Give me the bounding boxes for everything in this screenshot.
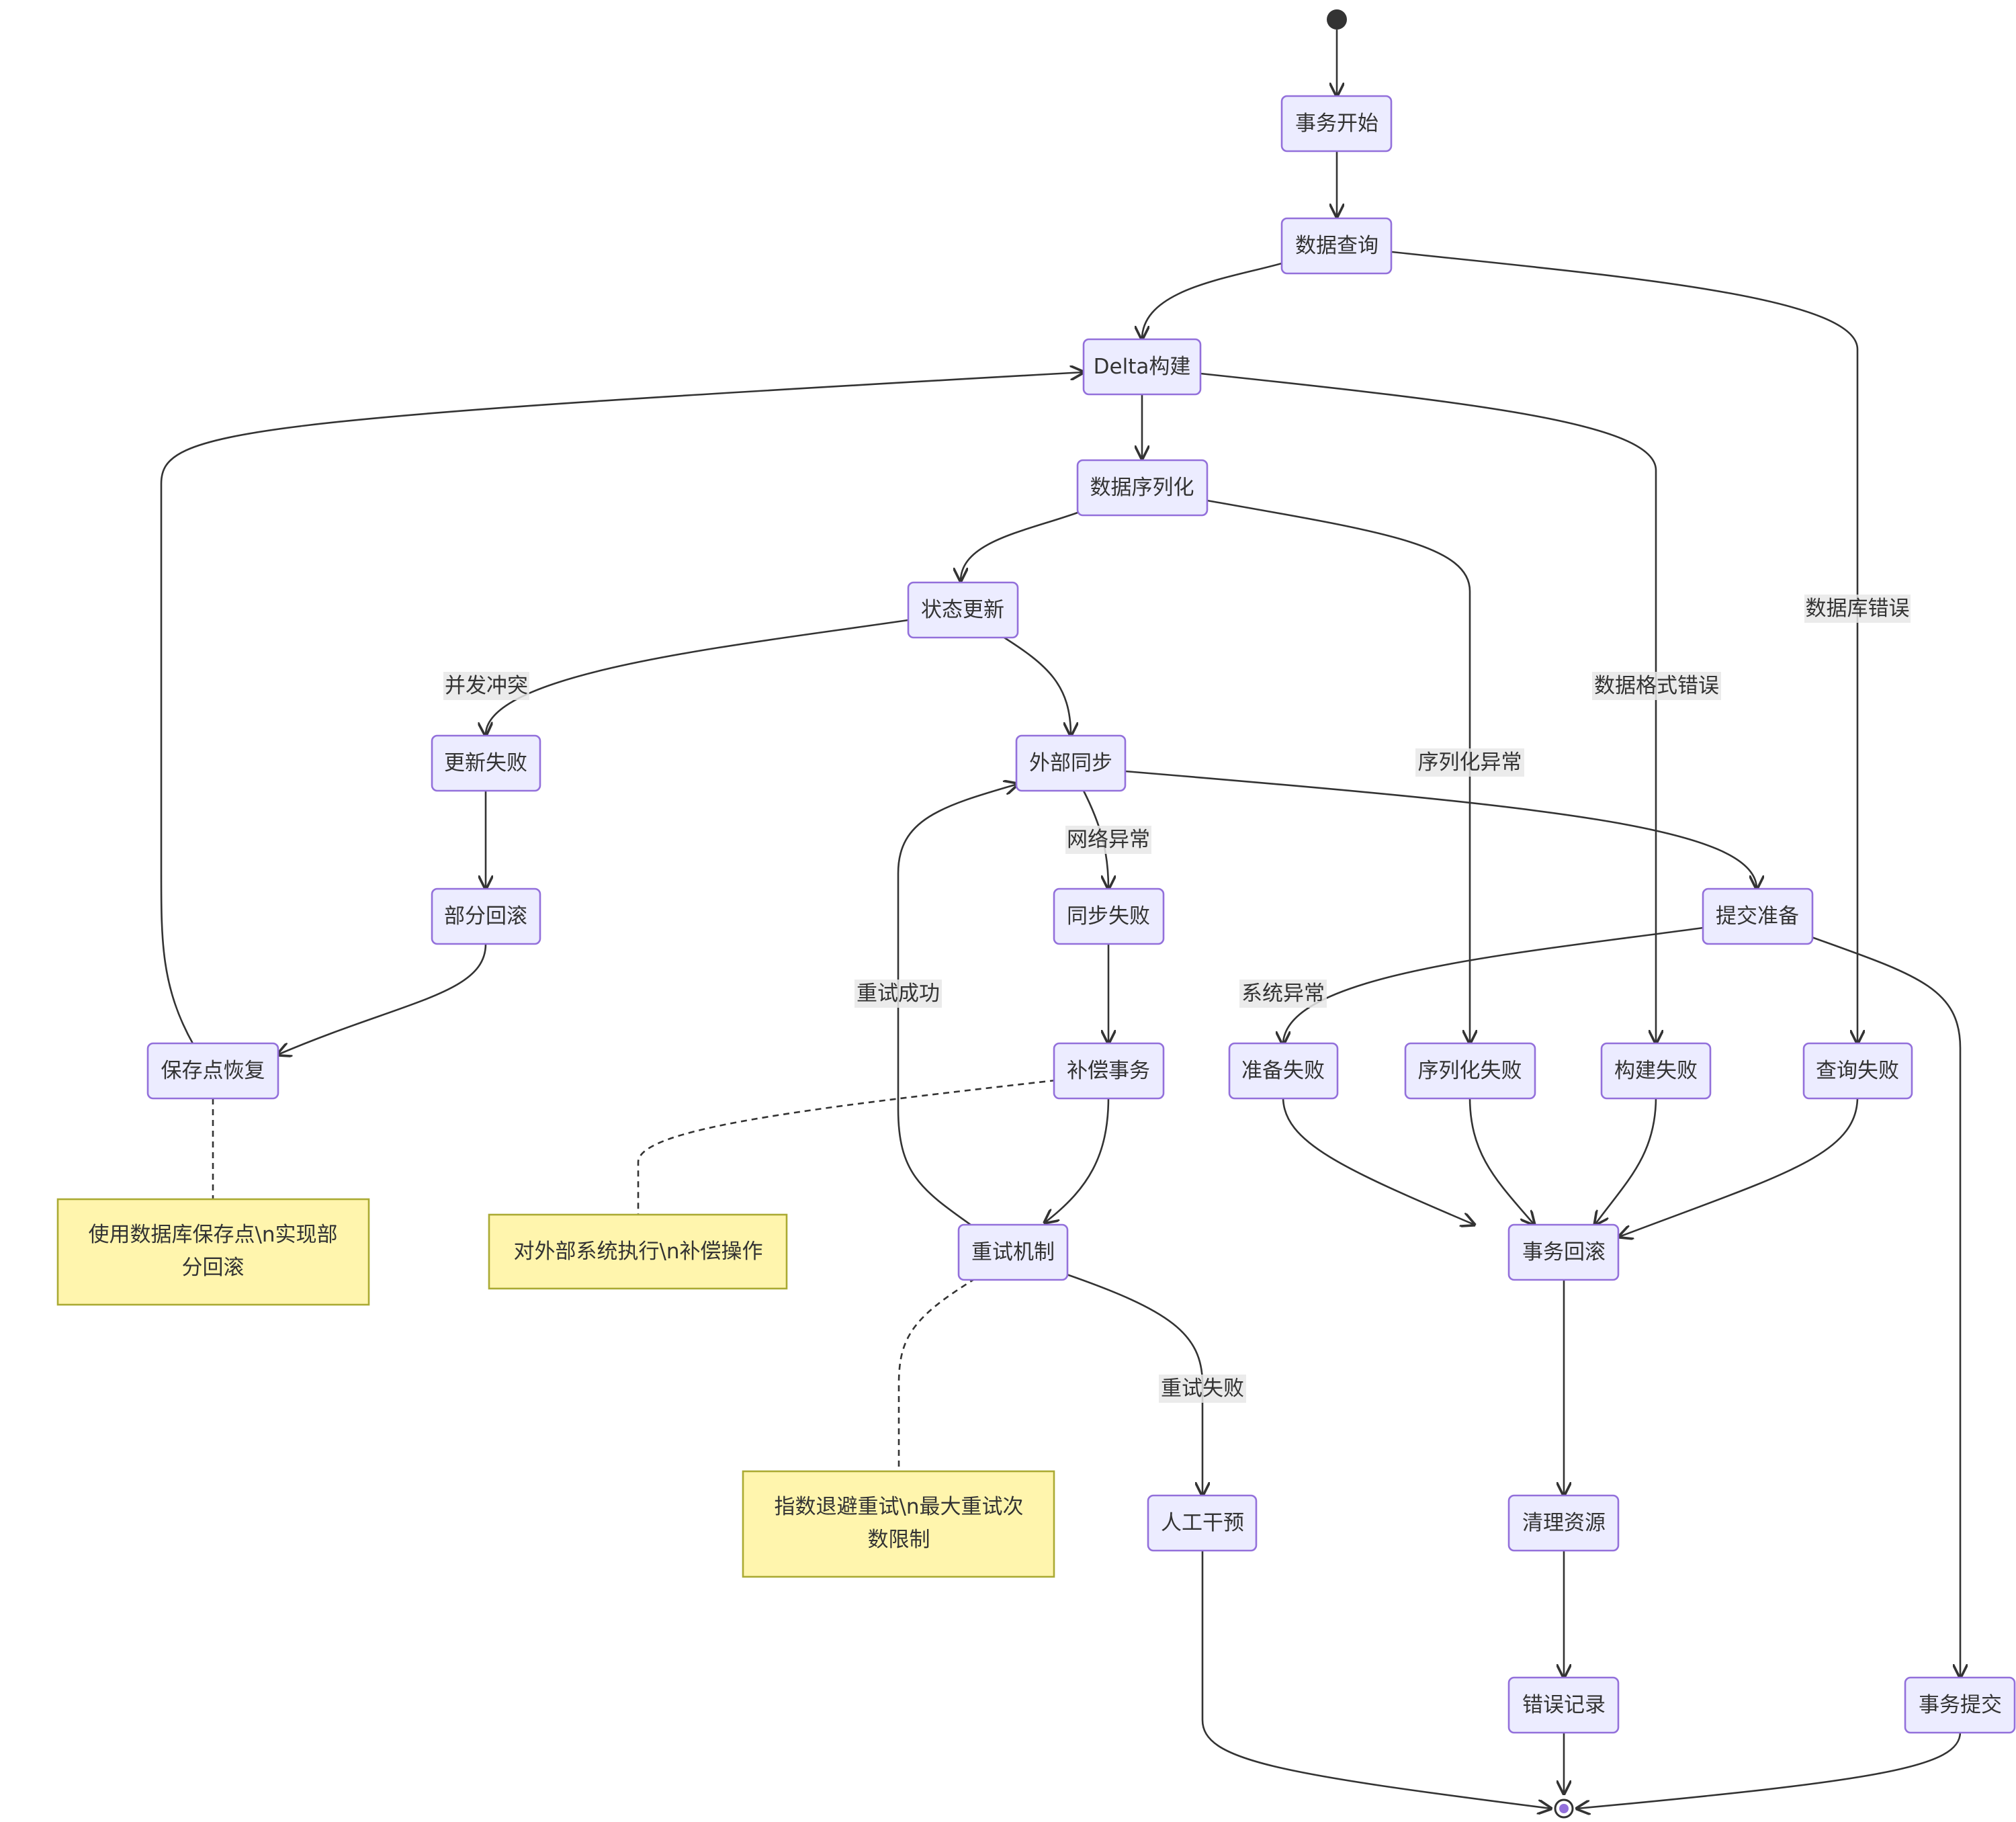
edge-retry-to-manual [1066,1273,1202,1495]
state-savepoint-restore[interactable]: 保存点恢复 [146,1042,279,1100]
state-serialize-label: 数据序列化 [1090,476,1194,500]
note-retry-line-1: 指数退避重试\n最大重试次 [774,1495,1023,1519]
edge-label-concurrency-conflict: 并发冲突 [443,672,529,700]
state-delta-build-label: Delta构建 [1094,355,1191,379]
state-tx-start-label: 事务开始 [1295,112,1378,136]
state-tx-rollback-label: 事务回滚 [1522,1240,1606,1264]
edge-label-concurrency-conflict-text: 并发冲突 [445,674,528,698]
state-retry-label: 重试机制 [971,1240,1055,1264]
state-delta-build[interactable]: Delta构建 [1082,338,1202,396]
edge-serialize-failed-to-tx-rollback [1469,1096,1534,1225]
edge-label-db-error: 数据库错误 [1804,595,1911,623]
state-serialize-failed-label: 序列化失败 [1418,1059,1522,1083]
note-savepoint-line-2: 分回滚 [182,1256,245,1280]
state-cleanup[interactable]: 清理资源 [1507,1494,1620,1552]
edge-label-serialize-exception-text: 序列化异常 [1418,750,1522,775]
edge-delta-to-build-failed [1200,372,1656,1043]
state-serialize-failed[interactable]: 序列化失败 [1404,1042,1536,1100]
edge-label-retry-success-text: 重试成功 [857,982,940,1006]
state-build-failed-label: 构建失败 [1614,1059,1698,1083]
state-savepoint-restore-label: 保存点恢复 [161,1059,265,1083]
state-state-update[interactable]: 状态更新 [907,581,1019,639]
edge-query-to-query-failed [1391,251,1857,1043]
state-query-label: 数据查询 [1295,234,1378,258]
state-external-sync-label: 外部同步 [1029,751,1112,775]
state-query-failed-label: 查询失败 [1816,1059,1899,1083]
edge-query-to-delta [1142,262,1282,339]
state-partial-rollback[interactable]: 部分回滚 [431,887,541,945]
state-tx-commit[interactable]: 事务提交 [1904,1676,2016,1734]
note-savepoint: 使用数据库保存点\n实现部 分回滚 [56,1198,370,1306]
state-cleanup-label: 清理资源 [1522,1511,1606,1535]
state-tx-commit-label: 事务提交 [1919,1693,2002,1717]
edges [160,30,1962,1809]
state-partial-rollback-label: 部分回滚 [444,904,527,928]
edge-label-system-exception: 系统异常 [1239,980,1327,1008]
note-retry: 指数退避重试\n最大重试次 数限制 [742,1470,1055,1578]
state-external-sync[interactable]: 外部同步 [1015,734,1127,792]
state-commit-prepare-label: 提交准备 [1716,904,1799,928]
edge-serialize-to-state-update [961,511,1080,581]
state-update-failed-label: 更新失败 [444,751,527,775]
states: 事务开始 数据查询 Delta构建 数据序列化 状态更新 更新失败 外部同步 [146,95,2016,1734]
state-update-failed[interactable]: 更新失败 [431,734,541,792]
edge-label-retry-failed-text: 重试失败 [1161,1377,1244,1401]
edge-labels: 数据库错误 数据格式错误 序列化异常 并发冲突 网络异常 系统异常 重试成功 [443,595,1911,1403]
note-compensate-line-1: 对外部系统执行\n补偿操作 [513,1240,762,1264]
state-build-failed[interactable]: 构建失败 [1600,1042,1712,1100]
note-savepoint-line-1: 使用数据库保存点\n实现部 [88,1223,337,1247]
edge-compensate-to-retry [1045,1096,1110,1223]
edge-external-sync-to-commit-prepare [1125,770,1757,889]
edge-label-network-exception: 网络异常 [1065,826,1151,854]
state-compensate-tx-label: 补偿事务 [1067,1059,1150,1083]
edge-state-update-to-external-sync [1000,634,1071,736]
state-query[interactable]: 数据查询 [1280,217,1393,275]
state-prepare-failed[interactable]: 准备失败 [1228,1042,1339,1100]
start-state [1327,9,1347,30]
edge-label-system-exception-text: 系统异常 [1241,982,1325,1006]
end-state [1554,1798,1574,1819]
edge-label-serialize-exception: 序列化异常 [1415,748,1524,777]
state-commit-prepare[interactable]: 提交准备 [1702,887,1814,945]
edge-partial-rollback-to-savepoint [277,943,487,1055]
edge-manual-to-end [1201,1551,1551,1809]
state-manual[interactable]: 人工干预 [1147,1494,1258,1552]
note-link-compensate [637,1079,1057,1215]
edge-label-format-error: 数据格式错误 [1592,672,1721,700]
state-state-update-label: 状态更新 [921,598,1004,622]
state-prepare-failed-label: 准备失败 [1241,1059,1325,1083]
state-error-log-label: 错误记录 [1522,1693,1606,1717]
edge-commit-prepare-to-tx-commit [1811,936,1960,1678]
edge-build-failed-to-tx-rollback [1595,1096,1657,1225]
state-compensate-tx[interactable]: 补偿事务 [1053,1042,1165,1100]
state-tx-rollback[interactable]: 事务回滚 [1507,1223,1620,1281]
edge-query-failed-to-tx-rollback [1619,1096,1859,1237]
edge-label-db-error-text: 数据库错误 [1806,597,1910,621]
note-compensate: 对外部系统执行\n补偿操作 [488,1213,788,1290]
note-retry-line-2: 数限制 [868,1528,930,1552]
state-serialize[interactable]: 数据序列化 [1076,459,1209,517]
state-retry[interactable]: 重试机制 [957,1223,1069,1281]
edge-serialize-to-serialize-failed [1207,499,1470,1043]
note-link-retry [897,1277,976,1471]
edge-label-network-exception-text: 网络异常 [1067,828,1150,852]
edge-label-format-error-text: 数据格式错误 [1594,674,1719,698]
edge-retry-to-external-sync [897,784,1018,1226]
state-error-log[interactable]: 错误记录 [1507,1676,1620,1734]
edge-label-retry-failed: 重试失败 [1159,1375,1246,1403]
state-sync-failed[interactable]: 同步失败 [1053,887,1165,945]
edge-tx-commit-to-end [1577,1731,1962,1809]
edge-state-update-to-update-failed [486,619,909,736]
edge-prepare-failed-to-tx-rollback [1282,1096,1475,1225]
state-sync-failed-label: 同步失败 [1067,904,1150,928]
edge-savepoint-to-delta [160,372,1084,1045]
edge-commit-prepare-to-prepare-failed [1283,926,1704,1045]
notes: 使用数据库保存点\n实现部 分回滚 对外部系统执行\n补偿操作 指数退避重试\n… [56,1198,1055,1578]
edge-label-retry-success: 重试成功 [854,980,942,1008]
state-manual-label: 人工干预 [1161,1511,1244,1535]
state-tx-start[interactable]: 事务开始 [1280,95,1393,153]
state-query-failed[interactable]: 查询失败 [1802,1042,1913,1100]
